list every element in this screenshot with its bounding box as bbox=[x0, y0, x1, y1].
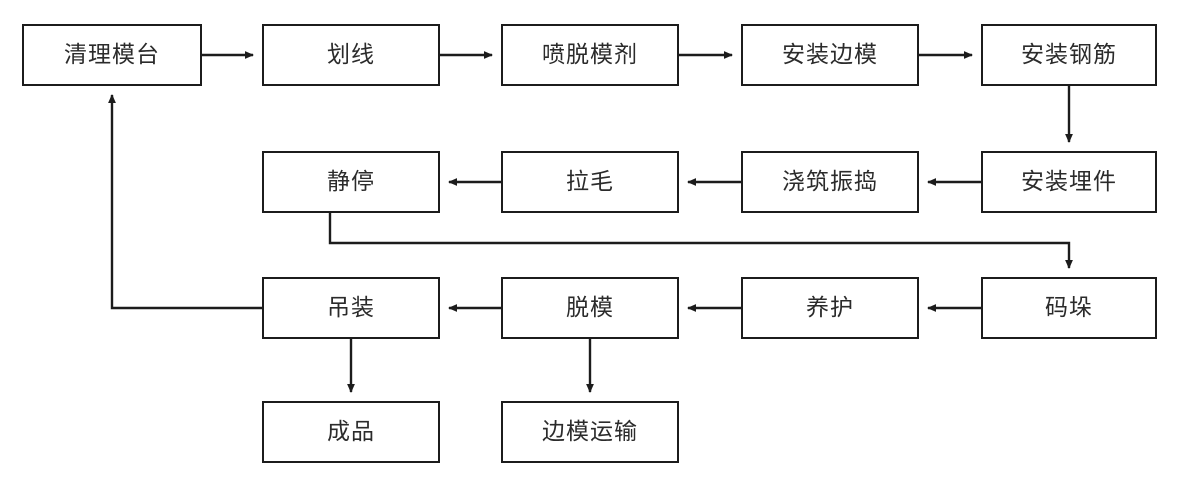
node-diaozhuang[interactable]: 吊装 bbox=[262, 277, 440, 339]
node-yanghu[interactable]: 养护 bbox=[741, 277, 919, 339]
node-label: 清理模台 bbox=[64, 41, 160, 68]
node-bianmo-yunshu[interactable]: 边模运输 bbox=[501, 401, 679, 463]
node-chengpin[interactable]: 成品 bbox=[262, 401, 440, 463]
node-anzhuang-gangjin[interactable]: 安装钢筋 bbox=[981, 24, 1157, 86]
node-lamao[interactable]: 拉毛 bbox=[501, 151, 679, 213]
node-pen-tuomoji[interactable]: 喷脱模剂 bbox=[501, 24, 679, 86]
node-label: 静停 bbox=[327, 168, 375, 195]
node-label: 成品 bbox=[327, 418, 375, 445]
node-label: 码垛 bbox=[1045, 294, 1093, 321]
node-label: 浇筑振捣 bbox=[782, 168, 878, 195]
node-huaxian[interactable]: 划线 bbox=[262, 24, 440, 86]
node-tuomo[interactable]: 脱模 bbox=[501, 277, 679, 339]
node-qingli-motai[interactable]: 清理模台 bbox=[22, 24, 202, 86]
node-maduo[interactable]: 码垛 bbox=[981, 277, 1157, 339]
node-label: 喷脱模剂 bbox=[542, 41, 638, 68]
edge-jingting-to-maduo bbox=[328, 213, 1073, 269]
node-anzhuang-bianmo[interactable]: 安装边模 bbox=[741, 24, 919, 86]
node-jiaozhu-zhendao[interactable]: 浇筑振捣 bbox=[741, 151, 919, 213]
node-jingting[interactable]: 静停 bbox=[262, 151, 440, 213]
node-label: 养护 bbox=[806, 294, 854, 321]
node-label: 边模运输 bbox=[542, 418, 638, 445]
node-label: 安装埋件 bbox=[1021, 168, 1117, 195]
node-anzhuang-maijian[interactable]: 安装埋件 bbox=[981, 151, 1157, 213]
node-label: 拉毛 bbox=[566, 168, 614, 195]
node-label: 吊装 bbox=[327, 294, 375, 321]
node-label: 划线 bbox=[327, 41, 375, 68]
node-label: 安装钢筋 bbox=[1021, 41, 1117, 68]
node-label: 脱模 bbox=[566, 294, 614, 321]
edge-diaozhuang-to-qinglimotai-feedback bbox=[108, 94, 262, 310]
node-label: 安装边模 bbox=[782, 41, 878, 68]
